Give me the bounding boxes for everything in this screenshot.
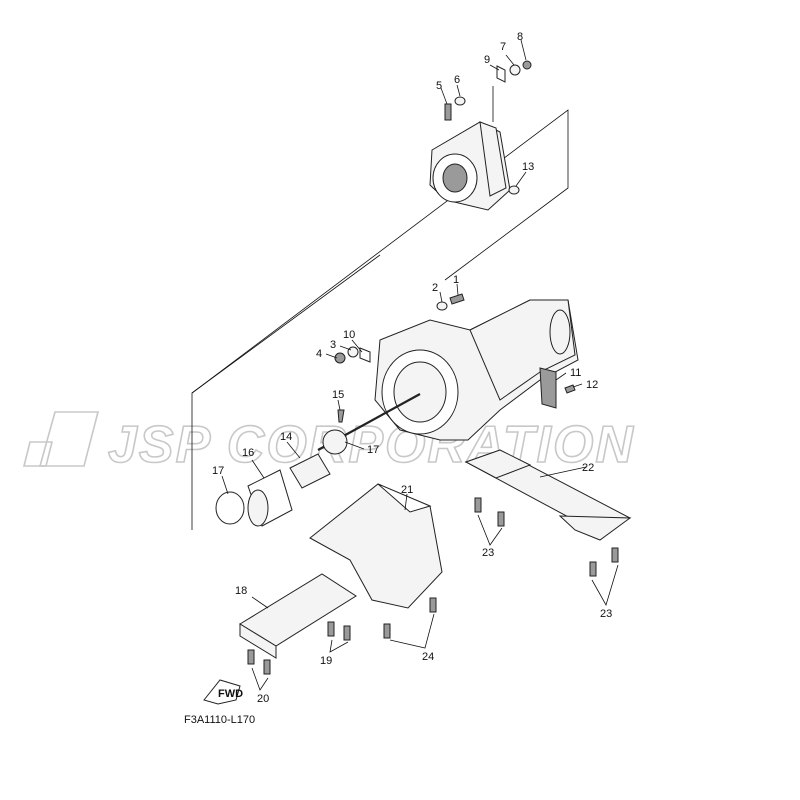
diagram-code: F3A1110-L170	[184, 714, 255, 726]
callout-19: 19	[320, 655, 332, 667]
callout-labels: 1 2 3 4 5 6 7 8 9 10 11 12 13 14 15 16 1…	[212, 31, 612, 705]
body-fasteners	[325, 283, 583, 423]
callout-22: 22	[582, 462, 594, 474]
callout-16: 16	[242, 447, 254, 459]
callout-6: 6	[454, 74, 460, 86]
callout-13: 13	[522, 161, 534, 173]
bearing-housing	[429, 121, 511, 211]
callout-17-right: 17	[367, 444, 379, 456]
fwd-label: FWD	[218, 688, 243, 700]
fwd-arrow: FWD	[203, 679, 243, 705]
bolts	[247, 497, 619, 691]
reference-frame	[191, 109, 569, 530]
top-fasteners	[440, 39, 532, 195]
callout-9: 9	[484, 54, 490, 66]
bracket-18	[239, 573, 357, 659]
duct-21	[309, 483, 443, 609]
callout-23-right: 23	[600, 608, 612, 620]
watermark: JSP CORPORATION	[22, 411, 635, 475]
hose-assembly	[215, 429, 365, 527]
callout-10: 10	[343, 329, 355, 341]
callout-4: 4	[316, 348, 322, 360]
plate-22	[464, 449, 632, 541]
jet-pump-body	[374, 299, 579, 441]
callout-14: 14	[280, 431, 292, 443]
callout-5: 5	[436, 80, 442, 92]
callout-24: 24	[422, 651, 434, 663]
callout-3: 3	[330, 339, 336, 351]
callout-1: 1	[453, 274, 459, 286]
watermark-text: JSP CORPORATION	[108, 416, 635, 474]
callout-11: 11	[570, 367, 581, 379]
callout-21: 21	[401, 484, 413, 496]
callout-12: 12	[586, 379, 598, 391]
callout-8: 8	[517, 31, 523, 43]
callout-15: 15	[332, 389, 344, 401]
callout-23: 23	[482, 547, 494, 559]
callout-20: 20	[257, 693, 269, 705]
callout-18: 18	[235, 585, 247, 597]
callout-2: 2	[432, 282, 438, 294]
callout-17: 17	[212, 465, 224, 477]
callout-7: 7	[500, 41, 506, 53]
